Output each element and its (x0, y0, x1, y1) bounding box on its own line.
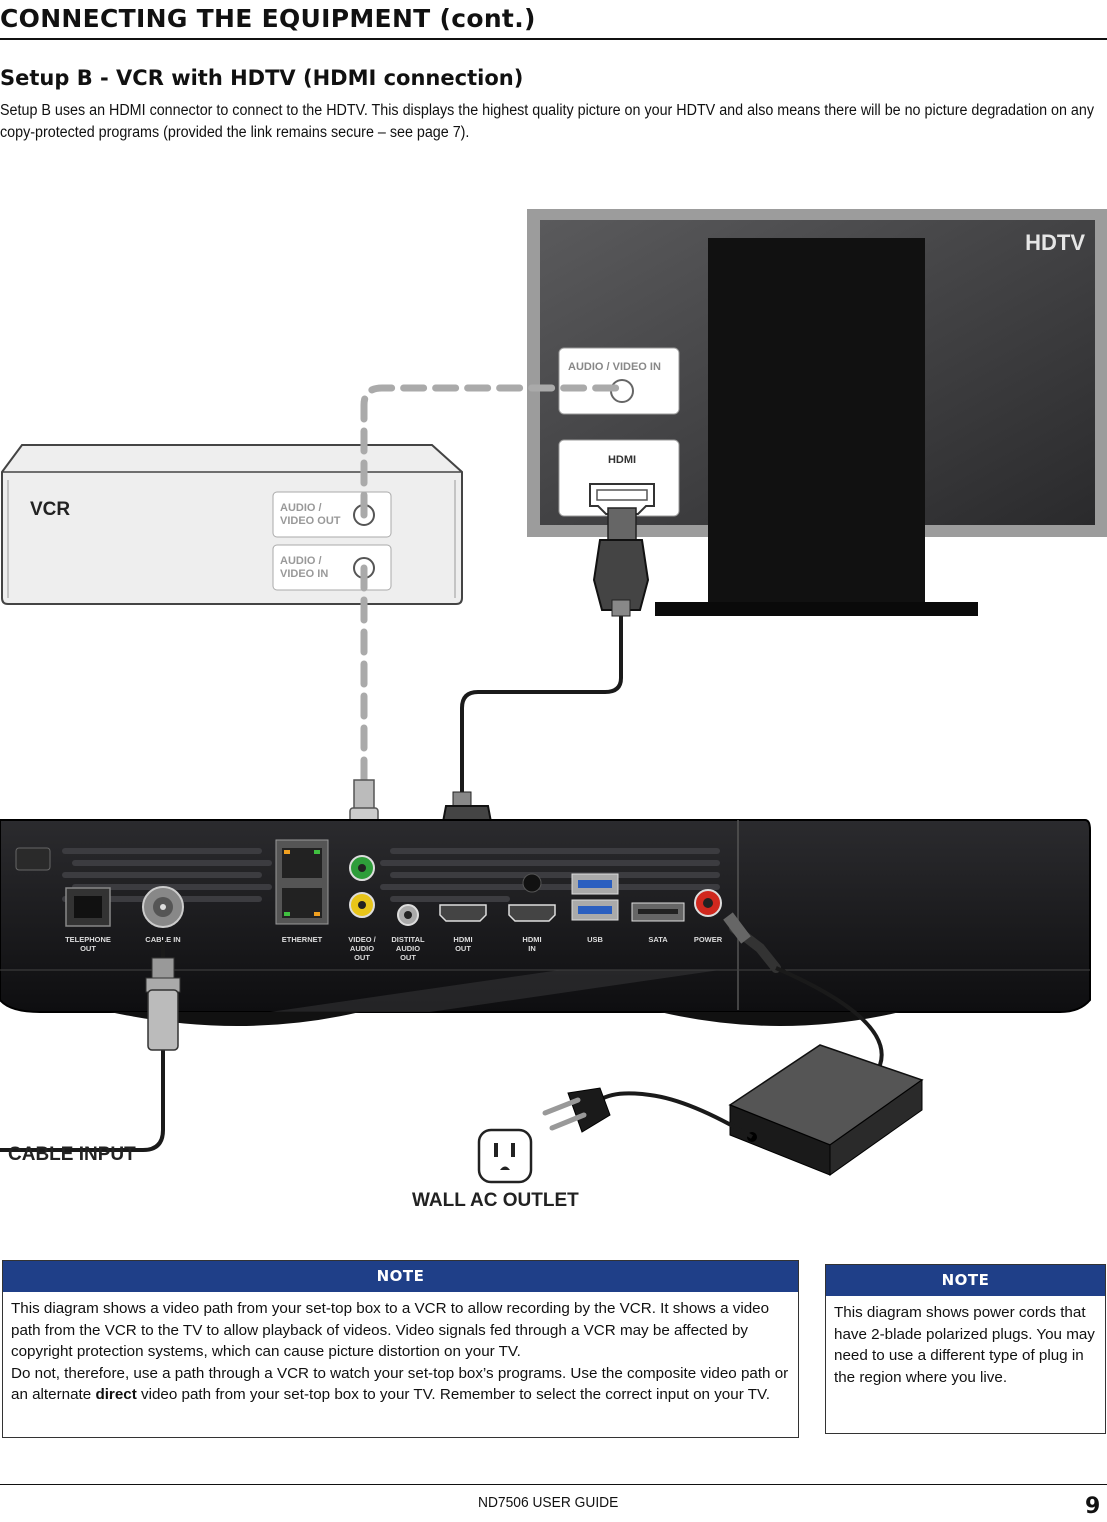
svg-text:OUT: OUT (455, 944, 471, 953)
svg-text:CABLE IN: CABLE IN (145, 935, 180, 944)
svg-text:AUDIO /: AUDIO / (280, 502, 322, 514)
set-top-box: TELEPHONE OUT CABLE IN ETHERNET VIDEO / … (0, 819, 1091, 1026)
title-divider (0, 38, 1107, 40)
svg-text:OUT: OUT (354, 953, 370, 962)
svg-text:OUT: OUT (400, 953, 416, 962)
hdtv-hdmi-label: HDMI (608, 454, 636, 466)
svg-text:POWER: POWER (694, 935, 723, 944)
note-heading: NOTE (826, 1265, 1105, 1296)
svg-text:IN: IN (528, 944, 536, 953)
note-power-plugs: NOTE This diagram shows power cords that… (825, 1264, 1106, 1434)
svg-text:DISTITAL: DISTITAL (391, 935, 425, 944)
note-video-path: NOTE This diagram shows a video path fro… (2, 1260, 799, 1438)
composite-cable-tv (360, 384, 626, 519)
hdmi-plug-tv (592, 539, 650, 611)
ac-plug (542, 1087, 611, 1133)
svg-text:OUT: OUT (80, 944, 96, 953)
section-heading: Setup B - VCR with HDTV (HDMI connection… (0, 66, 524, 90)
hdtv-av-in-label: AUDIO / VIDEO IN (568, 361, 661, 373)
page-title: CONNECTING THE EQUIPMENT (cont.) (0, 4, 536, 33)
svg-text:USB: USB (587, 935, 603, 944)
ac-power-cord (598, 1091, 754, 1139)
wall-outlet-label: WALL AC OUTLET (412, 1190, 579, 1211)
svg-text:AUDIO /: AUDIO / (280, 555, 322, 567)
svg-text:SATA: SATA (648, 935, 668, 944)
note-paragraph: Do not, therefore, use a path through a … (11, 1364, 789, 1404)
power-adapter (728, 1044, 924, 1176)
intro-paragraph: Setup B uses an HDMI connector to connec… (0, 102, 1094, 141)
svg-text:HDMI: HDMI (522, 935, 541, 944)
note-heading: NOTE (3, 1261, 798, 1292)
connection-diagram: HDTV AUDIO / VIDEO IN HDMI VCR AUDIO / V… (0, 209, 1107, 1211)
cable-input-label: CABLE INPUT (8, 1144, 136, 1165)
hdmi-out-port (439, 904, 487, 922)
hdmi-cable (460, 612, 623, 792)
note-body: This diagram shows a video path from you… (3, 1292, 798, 1412)
hdtv-label: HDTV (1025, 230, 1085, 255)
coax-plug (147, 989, 179, 1051)
vcr-label: VCR (30, 499, 70, 520)
svg-text:TELEPHONE: TELEPHONE (65, 935, 111, 944)
page-number: 9 (1085, 1494, 1101, 1519)
coax-cable (0, 940, 165, 1152)
footer-guide-title: ND7506 USER GUIDE (478, 1494, 619, 1511)
svg-text:ETHERNET: ETHERNET (282, 935, 323, 944)
svg-text:VIDEO IN: VIDEO IN (280, 568, 328, 580)
vcr: VCR AUDIO / VIDEO OUT AUDIO / VIDEO IN (0, 444, 463, 605)
note-body: This diagram shows power cords that have… (834, 1304, 1095, 1386)
hdtv: HDTV AUDIO / VIDEO IN HDMI (527, 209, 1107, 616)
svg-text:AUDIO: AUDIO (350, 944, 374, 953)
hdtv-hdmi-port (589, 483, 655, 515)
footer-divider (0, 1484, 1107, 1485)
svg-text:HDMI: HDMI (453, 935, 472, 944)
svg-text:AUDIO: AUDIO (396, 944, 420, 953)
svg-text:VIDEO /: VIDEO / (348, 935, 376, 944)
note-paragraph: This diagram shows a video path from you… (11, 1300, 770, 1360)
wall-outlet-icon (477, 1128, 533, 1184)
svg-text:VIDEO OUT: VIDEO OUT (280, 515, 341, 527)
hdmi-in-port (508, 904, 556, 922)
